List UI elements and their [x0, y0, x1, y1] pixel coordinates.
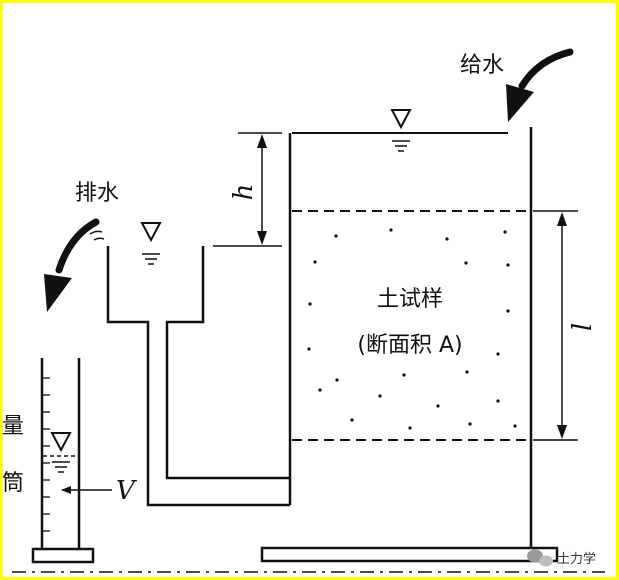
drain-tank [106, 246, 290, 507]
water-level-main [390, 109, 412, 152]
supply-arrow [506, 48, 574, 122]
soil-sample-label: 土试样 [377, 287, 443, 312]
head-dimension [213, 132, 282, 247]
supply-label: 给水 [460, 53, 504, 78]
cylinder-label-1: 量 [2, 414, 24, 439]
cylinder-label-2: 筒 [2, 471, 24, 496]
watermark-text: 土力学 [557, 551, 596, 567]
wechat-icon [527, 549, 553, 567]
water-level-cylinder [50, 432, 72, 473]
drain-arrow [44, 218, 105, 312]
head-label: h [229, 184, 259, 201]
measuring-cylinder [40, 358, 81, 549]
base-plates [12, 546, 605, 573]
soil-sample [292, 210, 578, 441]
soil-particles [307, 228, 517, 430]
drain-label: 排水 [75, 181, 119, 206]
watermark: 土力学 [527, 549, 596, 567]
cross-section-label: (断面积 A) [357, 333, 462, 358]
length-dimension [557, 212, 567, 439]
volume-label: V [116, 476, 137, 506]
length-label: l [568, 323, 598, 331]
main-container [288, 127, 533, 548]
water-level-tank [140, 222, 162, 265]
